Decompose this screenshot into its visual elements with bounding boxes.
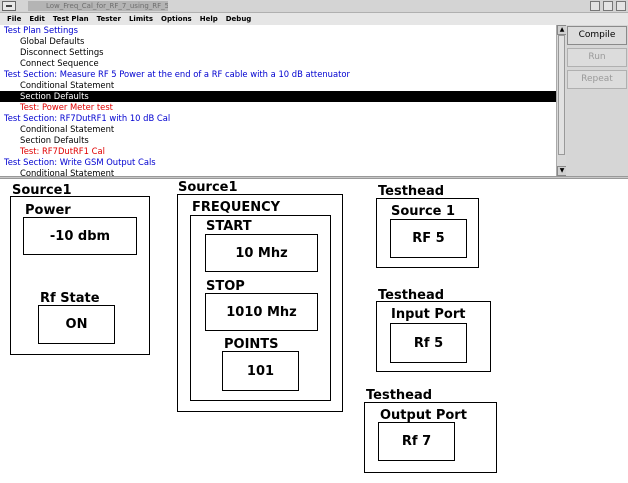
stop-value[interactable]: 1010 Mhz	[205, 293, 318, 331]
action-button-panel: Compile Run Repeat	[566, 25, 628, 176]
tree-item[interactable]: Section Defaults	[20, 135, 89, 145]
frequency-label: FREQUENCY	[192, 200, 281, 215]
tree-item[interactable]: Test: RF7DutRF1 Cal	[20, 146, 105, 156]
start-value[interactable]: 10 Mhz	[205, 234, 318, 272]
testhead-output-title: Testhead	[366, 388, 433, 403]
maximize-button[interactable]	[603, 1, 613, 11]
output-port-label: Output Port	[380, 408, 467, 423]
tree-item[interactable]: Conditional Statement	[20, 168, 115, 176]
power-value[interactable]: -10 dbm	[23, 217, 137, 255]
window-menu-button[interactable]	[2, 1, 16, 11]
menu-limits[interactable]: Limits	[128, 15, 154, 23]
menu-help[interactable]: Help	[199, 15, 218, 23]
output-port-value[interactable]: Rf 7	[378, 422, 455, 461]
title-bar: Low_Freq_Cal_for_RF_7_using_RF_5	[0, 0, 628, 13]
run-button[interactable]: Run	[567, 48, 627, 67]
tree-item[interactable]: Conditional Statement	[20, 124, 115, 134]
stop-label: STOP	[206, 279, 245, 294]
menu-test-plan[interactable]: Test Plan	[52, 15, 89, 23]
menu-options[interactable]: Options	[161, 15, 192, 23]
tree-item[interactable]: Section Defaults	[0, 91, 556, 102]
testhead-source-title: Testhead	[378, 184, 445, 199]
tree-item[interactable]: Test: Power Meter test	[20, 102, 113, 112]
tree-section[interactable]: Test Plan Settings	[4, 25, 78, 35]
frequency-group: START 10 Mhz STOP 1010 Mhz POINTS 101	[190, 215, 331, 401]
menu-tester[interactable]: Tester	[96, 15, 121, 23]
source1-panel: Power -10 dbm Rf State ON	[10, 196, 150, 355]
tree-item[interactable]: Global Defaults	[20, 36, 85, 46]
close-button[interactable]	[616, 1, 626, 11]
source1-freq-title: Source1	[178, 180, 238, 195]
tree-item[interactable]: Disconnect Settings	[20, 47, 104, 57]
menu-file[interactable]: File	[7, 15, 22, 23]
power-label: Power	[25, 203, 71, 218]
compile-button[interactable]: Compile	[567, 26, 627, 45]
start-label: START	[206, 219, 252, 234]
tree-item[interactable]: Connect Sequence	[20, 58, 99, 68]
minimize-button[interactable]	[590, 1, 600, 11]
testhead-source-panel: Source 1 RF 5	[376, 198, 479, 268]
rf-state-label: Rf State	[40, 291, 100, 306]
testhead-input-panel: Input Port Rf 5	[376, 301, 491, 372]
input-port-label: Input Port	[391, 307, 466, 322]
window-title: Low_Freq_Cal_for_RF_7_using_RF_5	[28, 1, 168, 11]
rf-state-value[interactable]: ON	[38, 305, 115, 344]
testhead-output-panel: Output Port Rf 7	[364, 402, 497, 473]
source1-title: Source1	[12, 183, 72, 198]
source1-frequency-panel: FREQUENCY START 10 Mhz STOP 1010 Mhz POI…	[177, 194, 343, 412]
tree-item[interactable]: Conditional Statement	[20, 80, 115, 90]
menu-bar: File Edit Test Plan Tester Limits Option…	[0, 13, 628, 25]
repeat-button[interactable]: Repeat	[567, 70, 627, 89]
input-port-value[interactable]: Rf 5	[390, 323, 467, 363]
tree-section[interactable]: Test Section: Measure RF 5 Power at the …	[4, 69, 350, 79]
tree-section[interactable]: Test Section: Write GSM Output Cals	[4, 157, 156, 167]
tree-section[interactable]: Test Section: RF7DutRF1 with 10 dB Cal	[4, 113, 171, 123]
pane-splitter[interactable]	[0, 176, 628, 179]
menu-debug[interactable]: Debug	[225, 15, 252, 23]
source-1-label: Source 1	[391, 204, 456, 219]
points-value[interactable]: 101	[222, 351, 299, 391]
testhead-input-title: Testhead	[378, 288, 445, 303]
menu-edit[interactable]: Edit	[29, 15, 45, 23]
source-1-value[interactable]: RF 5	[390, 219, 467, 258]
tree-scrollbar[interactable]: ▲ ▼	[556, 25, 567, 176]
points-label: POINTS	[224, 337, 279, 352]
scroll-thumb[interactable]	[558, 35, 565, 155]
